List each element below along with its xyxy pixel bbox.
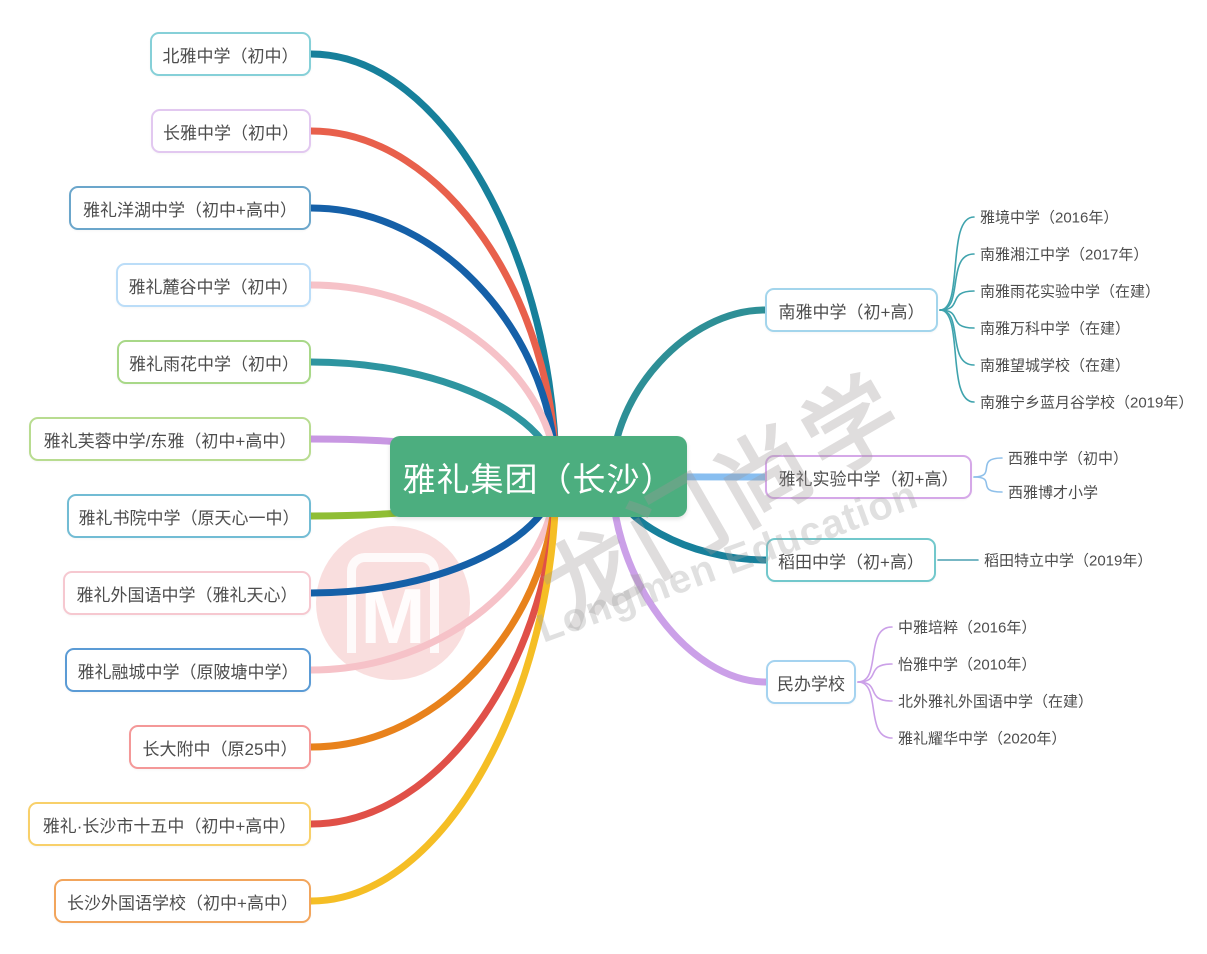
sub-topic-label[interactable]: 中雅培粹（2016年） — [898, 619, 1037, 637]
edge-path — [307, 127, 560, 480]
edge-path — [307, 204, 560, 480]
branch-node-left-1[interactable]: 北雅中学（初中） — [150, 32, 311, 76]
sub-topic-label[interactable]: 稻田特立中学（2019年） — [984, 552, 1153, 570]
sub-topic-label[interactable]: 西雅博才小学 — [1008, 484, 1099, 502]
sub-topic-label[interactable]: 南雅湘江中学（2017年） — [980, 246, 1149, 264]
branch-node-right-4[interactable]: 民办学校 — [766, 660, 856, 704]
sub-topic-label[interactable]: 雅境中学（2016年） — [980, 209, 1119, 227]
branch-node-right-2[interactable]: 雅礼实验中学（初+高） — [765, 455, 972, 499]
edge-path — [973, 476, 1003, 493]
branch-node-right-1[interactable]: 南雅中学（初+高） — [765, 288, 938, 332]
edge-path — [857, 626, 893, 683]
sub-topic-label[interactable]: 南雅雨花实验中学（在建） — [980, 283, 1161, 301]
branch-node-left-3[interactable]: 雅礼洋湖中学（初中+高中） — [69, 186, 311, 230]
sub-topic-label[interactable]: 南雅万科中学（在建） — [980, 320, 1131, 338]
branch-node-left-10[interactable]: 长大附中（原25中） — [129, 725, 311, 769]
sub-topic-label[interactable]: 南雅望城学校（在建） — [980, 357, 1131, 375]
branch-node-left-4[interactable]: 雅礼麓谷中学（初中） — [116, 263, 311, 307]
edge-path — [857, 663, 893, 683]
branch-node-left-11[interactable]: 雅礼·长沙市十五中（初中+高中） — [28, 802, 311, 846]
edge-path — [857, 681, 893, 702]
branch-node-left-9[interactable]: 雅礼融城中学（原陂塘中学） — [65, 648, 311, 692]
branch-node-left-5[interactable]: 雅礼雨花中学（初中） — [117, 340, 311, 384]
edge-path — [939, 216, 975, 311]
edge-path — [939, 309, 975, 366]
sub-topic-label[interactable]: 北外雅礼外国语中学（在建） — [898, 693, 1094, 711]
edge-path — [307, 472, 560, 905]
sub-topic-label[interactable]: 怡雅中学（2010年） — [898, 656, 1037, 674]
edge-path — [939, 290, 975, 311]
edge-path — [307, 472, 560, 828]
sub-topic-label[interactable]: 西雅中学（初中） — [1008, 450, 1129, 468]
branch-node-left-2[interactable]: 长雅中学（初中） — [151, 109, 311, 153]
edge-path — [939, 309, 975, 403]
branch-node-left-12[interactable]: 长沙外国语学校（初中+高中） — [54, 879, 311, 923]
branch-node-right-3[interactable]: 稻田中学（初+高） — [766, 538, 936, 582]
branch-node-left-7[interactable]: 雅礼书院中学（原天心一中） — [67, 494, 311, 538]
sub-topic-label[interactable]: 南雅宁乡蓝月谷学校（2019年） — [980, 394, 1194, 412]
sub-topic-label[interactable]: 雅礼耀华中学（2020年） — [898, 730, 1067, 748]
edge-path — [973, 457, 1003, 478]
edge-path — [939, 253, 975, 311]
branch-node-left-8[interactable]: 雅礼外国语中学（雅礼天心） — [63, 571, 311, 615]
edge-path — [857, 681, 893, 739]
branch-node-left-6[interactable]: 雅礼芙蓉中学/东雅（初中+高中） — [29, 417, 311, 461]
edge-path — [307, 50, 560, 480]
center-topic-node[interactable]: 雅礼集团（长沙） — [390, 436, 687, 517]
